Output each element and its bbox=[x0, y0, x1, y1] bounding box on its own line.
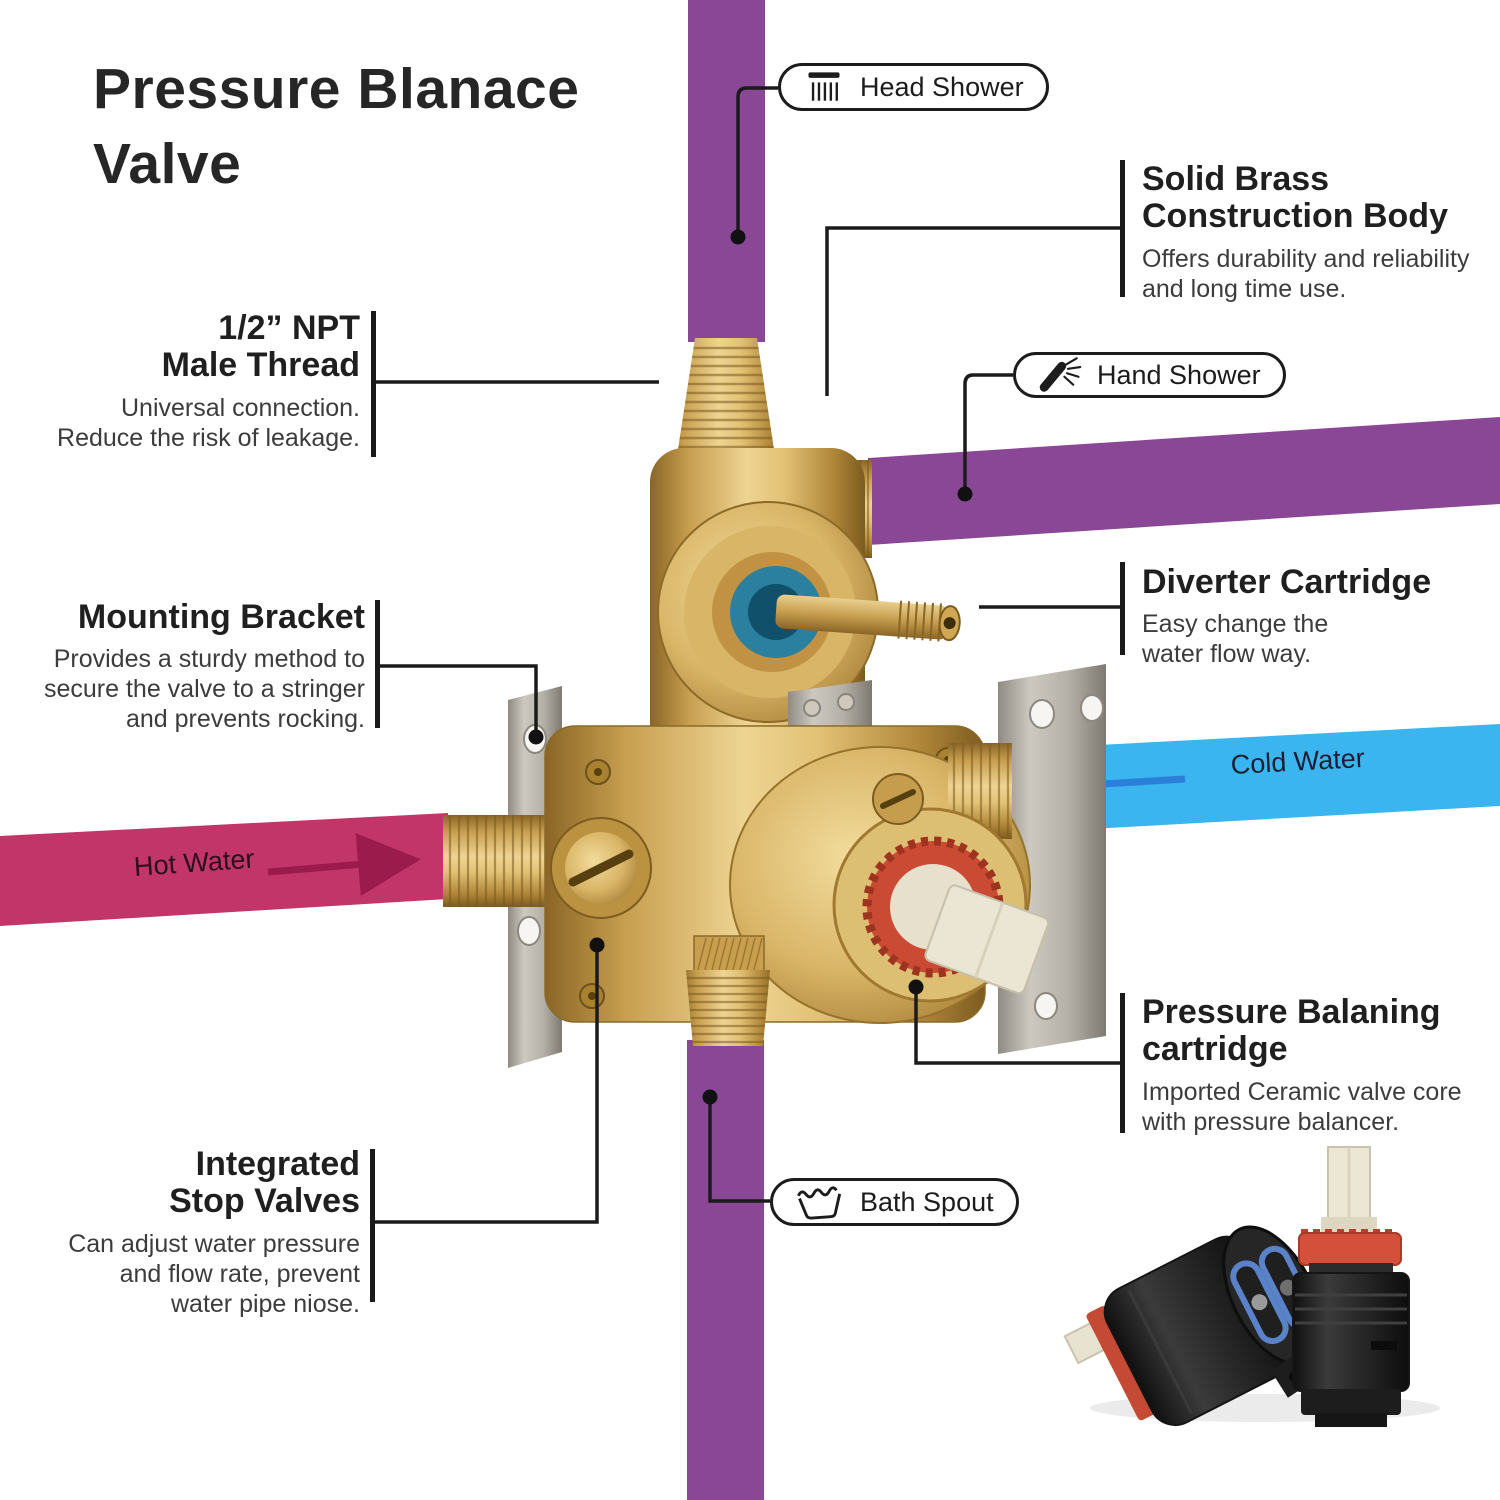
valve-body bbox=[443, 338, 1106, 1068]
callout-dots bbox=[528, 229, 973, 1105]
bottom-outlet-thread bbox=[686, 935, 770, 1046]
callout-mounting: Mounting Bracket Provides a sturdy metho… bbox=[5, 598, 365, 734]
top-thread bbox=[677, 338, 775, 456]
callout-body: Offers durability and reliability and lo… bbox=[1142, 244, 1470, 303]
bath-spout-tag: Bath Spout bbox=[770, 1178, 1019, 1226]
mounting-line bbox=[376, 664, 538, 730]
pipe-hand-shower bbox=[868, 417, 1500, 545]
bath-spout-icon bbox=[797, 1186, 842, 1220]
callout-body: Universal connection. Reduce the risk of… bbox=[57, 393, 360, 452]
callout-heading: Solid Brass Construction Body bbox=[1142, 160, 1448, 236]
callout-heading: Integrated Stop Valves bbox=[169, 1145, 360, 1221]
hand-shower-tag: Hand Shower bbox=[1013, 352, 1286, 398]
stop-valve-screw bbox=[550, 817, 652, 919]
stop-line bbox=[371, 952, 599, 1224]
pipe-bath-spout bbox=[687, 1040, 764, 1500]
callout-diverter: Diverter Cartridge Easy change the water… bbox=[1142, 563, 1500, 669]
callout-npt: 1/2” NPT Male Thread Universal connectio… bbox=[20, 309, 360, 453]
page-title-line1: Pressure Blanace bbox=[93, 57, 580, 121]
page-title-line2: Valve bbox=[93, 132, 242, 197]
cartridge-photo-right bbox=[1292, 1146, 1410, 1427]
hand-shower-tag-label: Hand Shower bbox=[1097, 359, 1261, 390]
callout-body: Provides a sturdy method to secure the v… bbox=[44, 645, 365, 734]
service-screw bbox=[872, 773, 924, 825]
bath-spout-line bbox=[708, 1104, 770, 1203]
page-title: Pressure Blanace Valve bbox=[93, 52, 733, 202]
callout-heading: Pressure Balaning cartridge bbox=[1142, 993, 1441, 1069]
pressure-line bbox=[914, 994, 1121, 1065]
pipe-hot-water bbox=[0, 813, 448, 926]
head-shower-line bbox=[736, 86, 778, 230]
callout-stop-valves: Integrated Stop Valves Can adjust water … bbox=[20, 1145, 360, 1319]
pipe-cold-water bbox=[1002, 724, 1500, 834]
hand-shower-icon bbox=[1039, 357, 1082, 392]
callout-body: Can adjust water pressure and flow rate,… bbox=[68, 1229, 360, 1318]
head-shower-tag-label: Head Shower bbox=[860, 71, 1024, 102]
head-shower-tag: Head Shower bbox=[778, 63, 1049, 111]
callout-body: Easy change the water flow way. bbox=[1142, 610, 1329, 669]
callout-body: Imported Ceramic valve core with pressur… bbox=[1142, 1077, 1462, 1136]
callout-pressure: Pressure Balaning cartridge Imported Cer… bbox=[1142, 993, 1500, 1137]
callout-bars bbox=[370, 160, 1125, 1302]
hot-flow-arrow bbox=[267, 833, 421, 896]
callout-solid-brass: Solid Brass Construction Body Offers dur… bbox=[1142, 160, 1500, 304]
diverter-stem bbox=[657, 501, 961, 723]
balance-cartridge-face bbox=[832, 807, 1050, 1003]
callout-heading: 1/2” NPT Male Thread bbox=[161, 309, 360, 385]
head-shower-icon bbox=[808, 72, 840, 101]
callout-heading: Mounting Bracket bbox=[77, 598, 365, 636]
bath-spout-tag-label: Bath Spout bbox=[860, 1186, 994, 1217]
callout-heading: Diverter Cartridge bbox=[1142, 563, 1432, 601]
callout-lines bbox=[371, 86, 1121, 1224]
hand-shower-line bbox=[963, 373, 1013, 487]
solid-brass-line bbox=[825, 226, 1121, 396]
pipe-head-shower bbox=[688, 0, 765, 342]
